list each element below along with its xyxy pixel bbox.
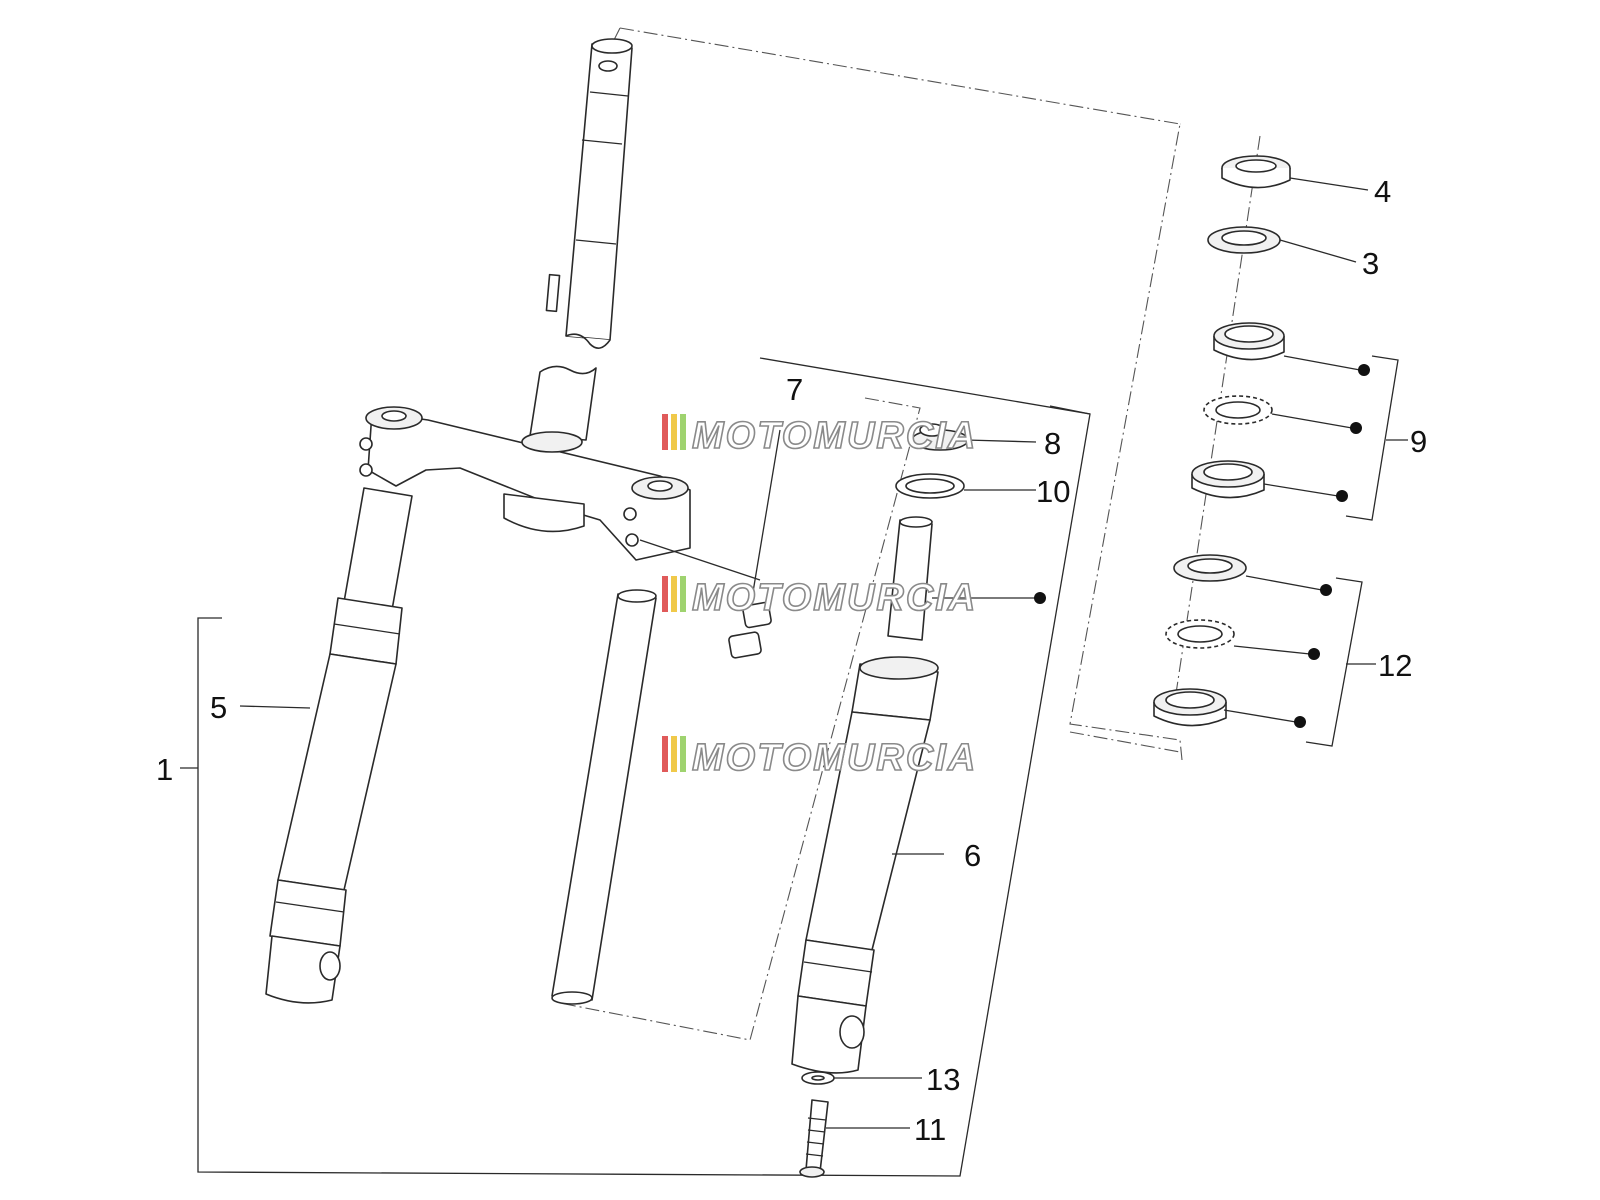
dot-12a xyxy=(1320,584,1332,596)
upper-race xyxy=(1207,226,1281,254)
callout-4: 4 xyxy=(1374,174,1391,209)
bracket-12 xyxy=(1305,577,1376,747)
callout-13: 13 xyxy=(926,1062,960,1097)
wm-stripe-yellow xyxy=(671,576,677,612)
callout-3: 3 xyxy=(1362,246,1379,281)
lower-race-top xyxy=(1173,554,1247,582)
callout-labels: 4 3 9 12 7 8 10 5 1 6 13 11 xyxy=(156,174,1427,1147)
callout-7: 7 xyxy=(786,372,803,407)
wm-stripe-red xyxy=(662,576,668,612)
watermark-top: MOTOMURCIA xyxy=(662,414,977,458)
group-boundaries xyxy=(564,27,1183,1041)
wm-stripe-red xyxy=(662,414,668,450)
leader-lines xyxy=(180,177,1369,1129)
bracket-7 xyxy=(749,357,1091,611)
inner-tube xyxy=(551,589,657,1005)
bolt xyxy=(799,1099,829,1178)
callout-12: 12 xyxy=(1378,648,1412,683)
clamp-bolts xyxy=(639,539,772,659)
fork-seal xyxy=(895,473,965,499)
callout-1: 1 xyxy=(156,752,173,787)
callout-8: 8 xyxy=(1044,426,1061,461)
dot-12c xyxy=(1294,716,1306,728)
right-fork-leg xyxy=(791,516,939,1074)
wm-stripe-red xyxy=(662,736,668,772)
callout-10: 10 xyxy=(1036,474,1070,509)
included-part-dots xyxy=(1034,364,1370,728)
bracket-9 xyxy=(1345,355,1408,521)
svg-text:MOTOMURCIA: MOTOMURCIA xyxy=(692,737,977,779)
callout-5: 5 xyxy=(210,690,227,725)
svg-text:MOTOMURCIA: MOTOMURCIA xyxy=(692,415,977,457)
callout-11: 11 xyxy=(914,1112,946,1147)
washer xyxy=(801,1071,835,1085)
wm-stripe-green xyxy=(680,414,686,450)
left-fork-leg xyxy=(265,487,413,1004)
watermark-middle: MOTOMURCIA xyxy=(662,576,977,620)
dot-stem xyxy=(1034,592,1046,604)
lower-bearing-cup xyxy=(1153,688,1227,727)
wm-stripe-yellow xyxy=(671,736,677,772)
dot-9c xyxy=(1336,490,1348,502)
lower-ball-cage xyxy=(1165,619,1235,649)
dot-9a xyxy=(1358,364,1370,376)
watermark-bottom: MOTOMURCIA xyxy=(662,736,977,780)
svg-text:MOTOMURCIA: MOTOMURCIA xyxy=(692,577,977,619)
triple-clamp xyxy=(359,406,691,561)
upper-bearing-cup xyxy=(1213,322,1285,361)
dot-12b xyxy=(1308,648,1320,660)
dot-9b xyxy=(1350,422,1362,434)
upper-lower-cup xyxy=(1191,460,1265,499)
wm-stripe-green xyxy=(680,736,686,772)
lock-nut xyxy=(1221,155,1291,189)
callout-6: 6 xyxy=(964,838,981,873)
upper-ball-cage xyxy=(1203,395,1273,425)
wm-stripe-green xyxy=(680,576,686,612)
callout-9: 9 xyxy=(1410,424,1427,459)
steering-stem xyxy=(529,38,633,441)
wm-stripe-yellow xyxy=(671,414,677,450)
